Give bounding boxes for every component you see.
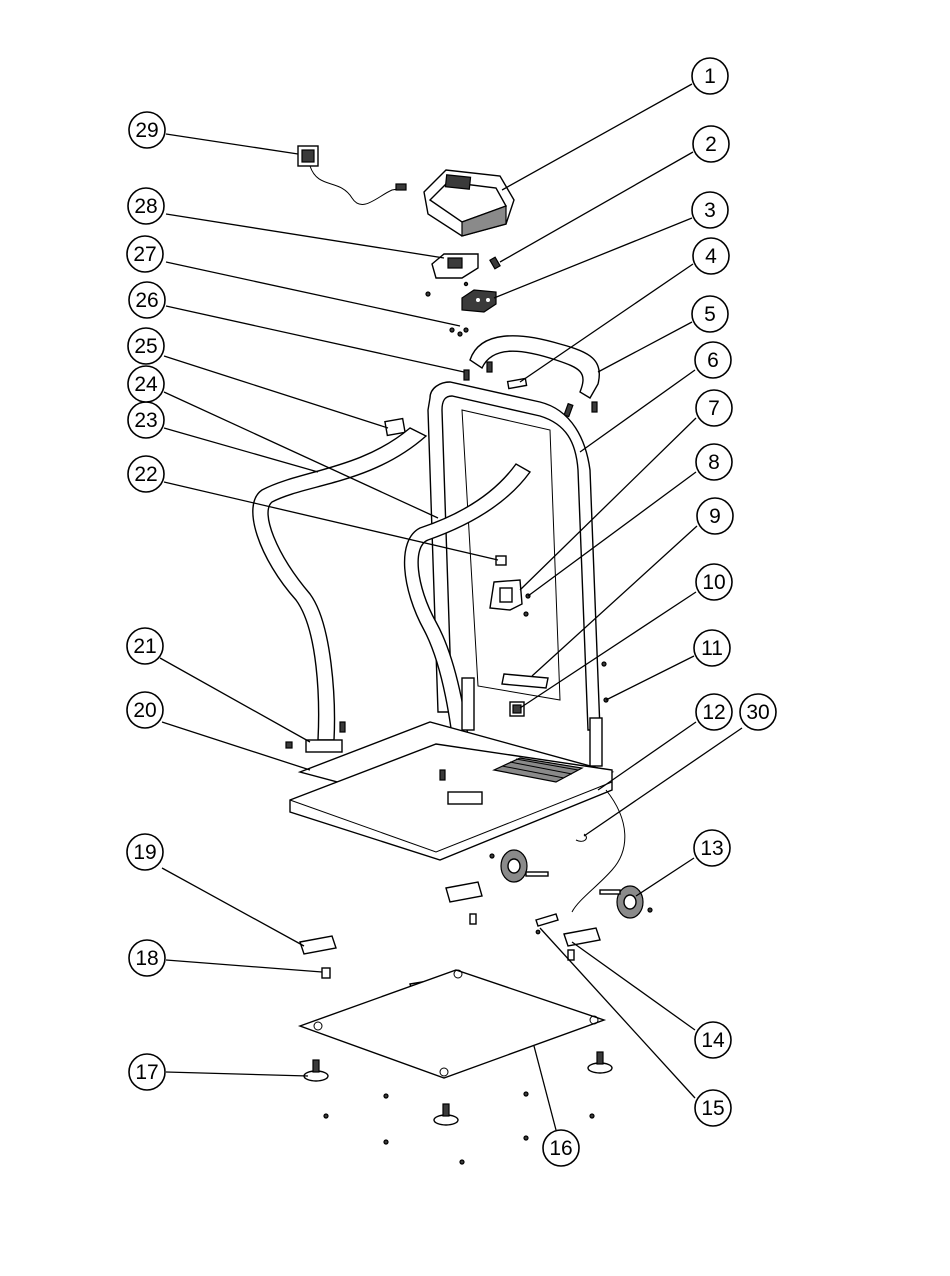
screws-27-part — [450, 328, 468, 336]
callout-23: 23 — [128, 402, 164, 438]
svg-text:2: 2 — [705, 133, 717, 156]
bolts-11-part — [602, 662, 608, 702]
svg-text:21: 21 — [133, 635, 156, 658]
svg-text:4: 4 — [705, 245, 717, 268]
label-plate-part — [502, 674, 548, 688]
callout-16: 16 — [543, 1130, 579, 1166]
callout-5: 5 — [692, 296, 728, 332]
svg-text:15: 15 — [701, 1097, 724, 1120]
svg-text:16: 16 — [549, 1137, 572, 1160]
callout-20: 20 — [127, 692, 163, 728]
callout-8: 8 — [696, 444, 732, 480]
svg-text:19: 19 — [133, 841, 156, 864]
svg-text:8: 8 — [708, 451, 720, 474]
mounting-bracket-part — [426, 254, 478, 296]
callout-14: 14 — [695, 1022, 731, 1058]
svg-text:14: 14 — [701, 1029, 725, 1052]
svg-text:23: 23 — [134, 409, 157, 432]
base-plate-part — [300, 970, 604, 1078]
clip-18-part — [322, 968, 330, 978]
callout-6: 6 — [695, 342, 731, 378]
callout-30: 30 — [740, 694, 776, 730]
callout-24: 24 — [128, 366, 164, 402]
callout-4: 4 — [693, 238, 729, 274]
tube-cap-part — [385, 419, 405, 436]
svg-text:25: 25 — [134, 335, 157, 358]
bracket-7-part — [490, 580, 522, 610]
callout-7: 7 — [696, 390, 732, 426]
bracket-15-part — [536, 914, 558, 934]
svg-text:20: 20 — [133, 699, 156, 722]
svg-text:30: 30 — [746, 701, 769, 724]
svg-text:11: 11 — [701, 637, 723, 660]
callout-12: 12 — [696, 694, 732, 730]
handle-bolts-part — [564, 402, 597, 417]
callout-13: 13 — [694, 830, 730, 866]
callout-21: 21 — [127, 628, 163, 664]
svg-text:17: 17 — [135, 1061, 158, 1084]
callout-15: 15 — [695, 1090, 731, 1126]
svg-text:28: 28 — [134, 195, 157, 218]
svg-text:12: 12 — [702, 701, 725, 724]
callout-27: 27 — [127, 236, 163, 272]
callout-26: 26 — [129, 282, 165, 318]
callout-1: 1 — [692, 58, 728, 94]
svg-text:22: 22 — [134, 463, 157, 486]
screw-2-part — [490, 257, 500, 269]
svg-text:27: 27 — [133, 243, 156, 266]
callout-28: 28 — [128, 188, 164, 224]
screw-8-part — [524, 594, 530, 616]
svg-text:13: 13 — [700, 837, 723, 860]
callout-18: 18 — [129, 940, 165, 976]
callout-2: 2 — [693, 126, 729, 162]
svg-text:3: 3 — [704, 199, 716, 222]
display-head-part — [424, 170, 514, 236]
wheels-part — [490, 850, 652, 918]
callout-29: 29 — [129, 112, 165, 148]
left-handrail-part — [253, 428, 426, 740]
power-adapter-part — [298, 146, 406, 204]
svg-text:29: 29 — [135, 119, 158, 142]
svg-text:9: 9 — [709, 505, 721, 528]
callout-25: 25 — [128, 328, 164, 364]
callout-17: 17 — [129, 1054, 165, 1090]
svg-text:1: 1 — [704, 65, 716, 88]
svg-text:18: 18 — [135, 947, 158, 970]
svg-text:5: 5 — [704, 303, 716, 326]
small-label-part — [510, 702, 524, 716]
circuit-board-part — [462, 282, 496, 312]
callout-10: 10 — [696, 564, 732, 600]
callout-11: 11 — [694, 630, 730, 666]
svg-text:26: 26 — [135, 289, 158, 312]
callout-19: 19 — [127, 834, 163, 870]
svg-text:6: 6 — [707, 349, 719, 372]
callout-22: 22 — [128, 456, 164, 492]
callout-9: 9 — [697, 498, 733, 534]
svg-text:24: 24 — [134, 373, 158, 396]
callout-3: 3 — [692, 192, 728, 228]
svg-text:10: 10 — [702, 571, 725, 594]
svg-text:7: 7 — [708, 397, 720, 420]
